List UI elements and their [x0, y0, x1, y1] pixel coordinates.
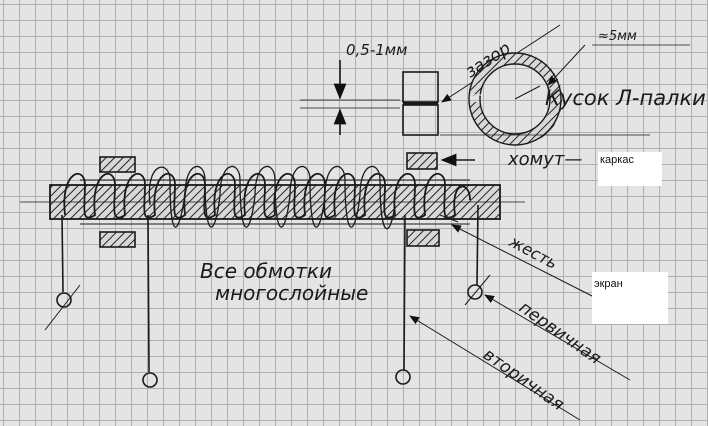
note-line2: многослойные [215, 281, 368, 305]
leads [44, 204, 631, 421]
tin-label: жесть [505, 231, 561, 273]
note-line1: Все обмотки [200, 259, 332, 283]
gap-detail [300, 24, 561, 136]
ring-piece [440, 44, 690, 146]
clamps [99, 152, 475, 248]
secondary-label: вторичная [479, 345, 567, 415]
screen-label-box: экран [592, 272, 668, 324]
windings [63, 165, 471, 230]
gap-size-label: 0,5-1мм [346, 41, 407, 59]
ring-piece-label: Кусок Л-палки [545, 86, 706, 110]
clamp-label: хомут— [507, 149, 582, 170]
wall-thickness-label: ≈5мм [598, 29, 637, 44]
frame-label-box: каркас [598, 152, 662, 186]
frame-label: каркас [600, 154, 634, 166]
screen-label: экран [594, 278, 623, 290]
